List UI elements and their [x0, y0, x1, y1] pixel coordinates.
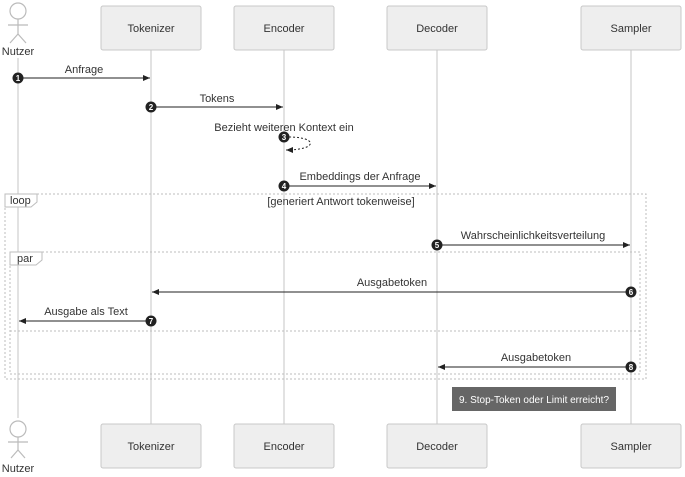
stop-condition-note-text: 9. Stop-Token oder Limit erreicht?: [459, 395, 610, 406]
participant-encoder-top-label: Encoder: [264, 23, 305, 35]
loop-frame-tab: [4, 193, 38, 208]
message-2-label: Tokens: [200, 93, 235, 105]
message-6-number: 6: [629, 288, 634, 297]
actor-icon: [9, 2, 27, 20]
par-frame-tab: [9, 251, 43, 266]
participant-tokenizer-top: [100, 5, 202, 51]
loop-frame-tag: loop: [10, 195, 31, 207]
participant-decoder-top-label: Decoder: [416, 23, 458, 35]
message-8-marker: [625, 361, 637, 373]
actor-nutzer-top-label: Nutzer: [2, 46, 35, 58]
message-3-number: 3: [282, 133, 287, 142]
participant-decoder-bottom-label: Decoder: [416, 441, 458, 453]
participant-sampler-bottom: [580, 423, 682, 469]
stop-condition-note: [452, 387, 616, 411]
loop-frame: [4, 193, 647, 380]
message-3-label: Bezieht weiteren Kontext ein: [214, 122, 353, 134]
participant-sampler-top: [580, 5, 682, 51]
participant-tokenizer-bottom-label: Tokenizer: [127, 441, 174, 453]
message-5-marker: [431, 239, 443, 251]
message-5-label: Wahrscheinlichkeitsverteilung: [461, 230, 606, 242]
message-7-marker: [145, 315, 157, 327]
message-1-number: 1: [16, 74, 21, 83]
message-1-label: Anfrage: [65, 64, 104, 76]
message-4-number: 4: [282, 182, 287, 191]
message-8-label: Ausgabetoken: [501, 352, 571, 364]
actor-nutzer-bottom: Nutzer: [2, 420, 35, 475]
participant-encoder-bottom-label: Encoder: [264, 441, 305, 453]
loop-frame-guard: [generiert Antwort tokenweise]: [267, 196, 414, 208]
participant-encoder-top: [233, 5, 335, 51]
message-3-arrow: [285, 136, 311, 153]
message-1-marker: [12, 72, 24, 84]
participant-decoder-bottom: [386, 423, 488, 469]
participant-sampler-top-label: Sampler: [611, 23, 652, 35]
message-4-marker: [278, 180, 290, 192]
participant-encoder-bottom: [233, 423, 335, 469]
message-6-label: Ausgabetoken: [357, 277, 427, 289]
participant-sampler-bottom-label: Sampler: [611, 441, 652, 453]
participant-decoder-top: [386, 5, 488, 51]
actor-nutzer-bottom-label: Nutzer: [2, 463, 35, 475]
message-2-number: 2: [149, 103, 154, 112]
message-5-number: 5: [435, 241, 440, 250]
participant-tokenizer-bottom: [100, 423, 202, 469]
message-6-marker: [625, 286, 637, 298]
actor-icon: [9, 420, 27, 438]
message-8-number: 8: [629, 363, 634, 372]
message-7-number: 7: [149, 317, 154, 326]
message-3-marker: [278, 131, 290, 143]
actor-nutzer-top: Nutzer: [2, 2, 35, 58]
par-frame-tag: par: [17, 253, 33, 265]
message-7-label: Ausgabe als Text: [44, 306, 128, 318]
message-4-label: Embeddings der Anfrage: [299, 171, 420, 183]
message-2-marker: [145, 101, 157, 113]
participant-tokenizer-top-label: Tokenizer: [127, 23, 174, 35]
